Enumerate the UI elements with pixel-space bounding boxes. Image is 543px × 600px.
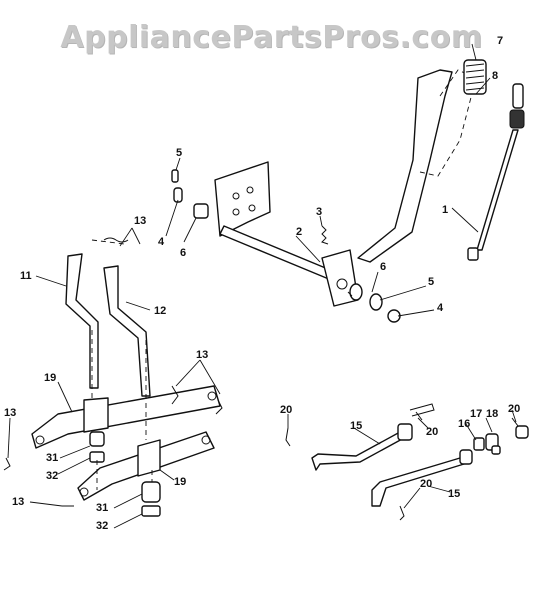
handle-grip-spring (463, 59, 487, 95)
callout-17: 17 (470, 408, 483, 420)
callout-19-upper: 19 (44, 372, 57, 384)
spring (321, 225, 329, 245)
hardware-right (347, 283, 401, 323)
callout-20-c: 20 (508, 403, 521, 415)
leader-lines (7, 43, 517, 529)
callout-15-upper: 15 (350, 420, 363, 432)
callout-7: 7 (497, 35, 504, 47)
lift-rod (467, 83, 525, 261)
callout-19-lower: 19 (174, 476, 187, 488)
lift-arm-lower (77, 431, 215, 501)
callout-3: 3 (316, 206, 323, 218)
lift-link-left (65, 253, 99, 389)
callout-5-left: 5 (176, 147, 183, 159)
callout-4-right: 4 (437, 302, 444, 314)
lift-plate (214, 161, 359, 307)
callout-15-lower: 15 (448, 488, 461, 500)
callout-11: 11 (20, 270, 32, 282)
callout-13-top: 13 (134, 215, 147, 227)
callout-13-middle: 13 (196, 349, 209, 361)
callout-20-b: 20 (426, 426, 439, 438)
bushings (89, 431, 161, 517)
callout-12: 12 (154, 305, 167, 317)
callout-20-a: 20 (280, 404, 293, 416)
callout-5-right: 5 (428, 276, 435, 288)
callout-16: 16 (458, 418, 471, 430)
control-rod-lower (371, 449, 473, 507)
callout-18: 18 (486, 408, 499, 420)
rod-fittings (473, 425, 529, 455)
callout-31-lower: 31 (96, 502, 109, 514)
assembly-lines (91, 239, 153, 490)
callout-1: 1 (442, 204, 449, 216)
callout-32-lower: 32 (96, 520, 109, 532)
hairpin-clips (3, 237, 223, 507)
callout-13-bottom: 13 (12, 496, 25, 508)
control-rod-upper (311, 403, 435, 471)
callout-20-d: 20 (420, 478, 433, 490)
callout-8: 8 (492, 70, 499, 82)
callout-13-left: 13 (4, 407, 17, 419)
lever-handle (357, 59, 487, 263)
callout-6-left: 6 (180, 247, 187, 259)
callout-2: 2 (296, 226, 303, 238)
cotter-pins (285, 411, 519, 521)
callout-32-upper: 32 (46, 470, 59, 482)
lift-link-right (103, 265, 151, 397)
callout-6-right: 6 (380, 261, 387, 273)
hardware-left (171, 169, 209, 219)
callout-4-left: 4 (158, 236, 165, 248)
callout-31-upper: 31 (46, 452, 59, 464)
lift-arm-upper (31, 385, 221, 449)
